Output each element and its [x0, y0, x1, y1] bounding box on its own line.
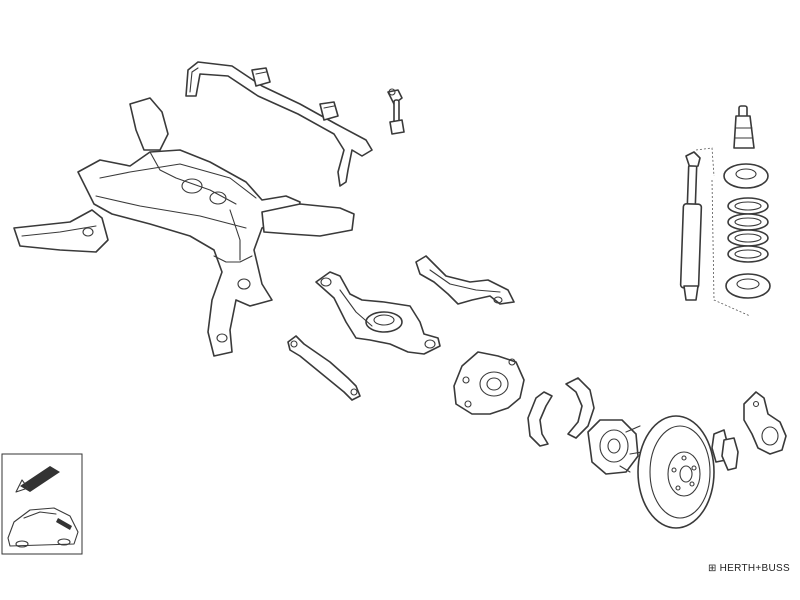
brand-logo: ⊞HERTH+BUSS [708, 563, 790, 574]
spring-seat-lower [725, 273, 771, 299]
coil-spring [727, 197, 769, 263]
rear-subframe [13, 97, 355, 357]
brake-pads [711, 429, 739, 471]
brand-mark-icon: ⊞ [707, 563, 717, 574]
brand-name: HERTH+BUSS [719, 563, 790, 574]
spring-seat-upper [723, 163, 769, 189]
bump-stop [733, 105, 755, 149]
stabilizer-link [387, 88, 405, 135]
shock-absorber [679, 147, 751, 317]
stabilizer-bushings [251, 67, 339, 121]
lower-control-arm [315, 271, 441, 355]
upper-control-arm [415, 255, 515, 305]
wheel-hub [587, 419, 643, 475]
parking-brake-shoes [527, 377, 595, 447]
brake-caliper [743, 391, 787, 455]
car-rear-suspension-locator-icon [1, 453, 83, 555]
lateral-link [287, 335, 361, 401]
wheel-knuckle [453, 351, 525, 415]
stabilizer-bar [185, 61, 373, 187]
brake-disc [637, 415, 715, 529]
